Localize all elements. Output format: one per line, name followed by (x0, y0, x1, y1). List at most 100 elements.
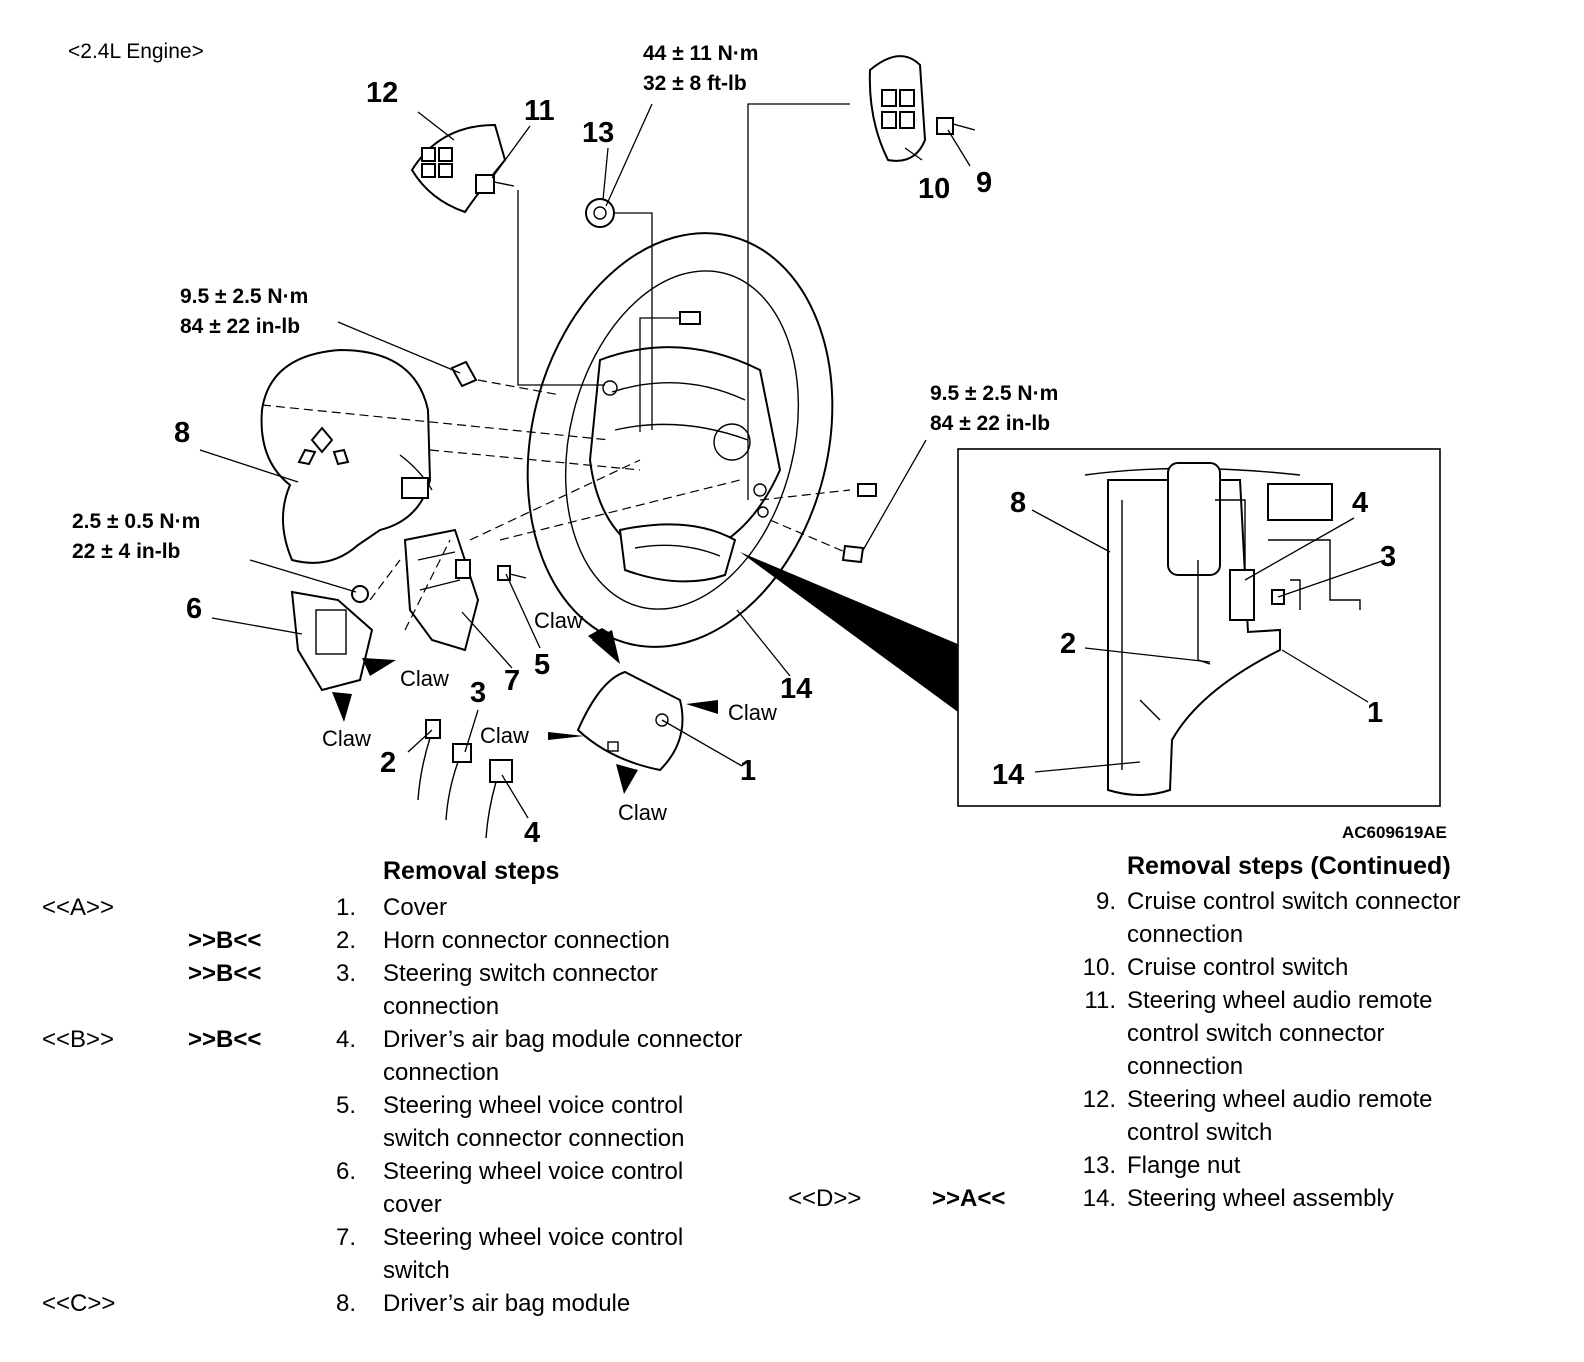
flange-nut-drawing (585, 198, 615, 228)
callout-9: 9 (976, 167, 992, 199)
routing-lines (517, 103, 850, 500)
inset-pointer (740, 552, 960, 712)
step-text: Steering switch connector connection (383, 960, 658, 1020)
step-ref-disassembly: <<A>> (42, 894, 115, 921)
callout-10: 10 (918, 173, 950, 205)
step-row: <<D>>>>A<<14.Steering wheel assembly (780, 1182, 1570, 1215)
claw-label: Claw (480, 723, 529, 748)
step-number: 3. (335, 960, 356, 987)
claw-label: Claw (400, 666, 449, 691)
step-number: 11. (1084, 987, 1116, 1014)
claw-label: Claw (728, 700, 777, 725)
step-row: 9. Cruise control switch connector connec… (780, 885, 1570, 951)
removal-steps-continued-title: Removal steps (Continued) (1127, 852, 1451, 880)
step-number: 6. (335, 1158, 356, 1185)
step-number: 12. (1082, 1086, 1116, 1113)
torque-airbag-right-imperial: 84 ± 22 in-lb (930, 412, 1050, 435)
step-row: 7. Steering wheel voice control switch (0, 1221, 760, 1287)
removal-steps-title: Removal steps (383, 857, 560, 885)
step-text: Steering wheel assembly (1127, 1185, 1394, 1212)
step-text: Cruise control switch connector connecti… (1127, 888, 1461, 948)
torque-labels: 44 ± 11 N·m 32 ± 8 ft-lb 9.5 ± 2.5 N·m 8… (72, 42, 1058, 563)
assembly-lines (261, 379, 851, 631)
step-row: 13. Flange nut (780, 1149, 1570, 1182)
step-row: 6.Steering wheel voice control cover (0, 1155, 760, 1221)
step-text: Flange nut (1127, 1152, 1241, 1179)
step-ref-disassembly: <<B>> (42, 1026, 115, 1053)
audio-remote-switch-drawing (410, 123, 507, 214)
inset-detail (957, 448, 1441, 807)
torque-voice-cover-imperial: 22 ± 4 in-lb (72, 540, 180, 563)
step-number: 5. (335, 1092, 356, 1119)
step-text: Steering wheel voice control switch (383, 1224, 684, 1284)
step-ref-installation: >>B<< (188, 960, 262, 987)
step-text: Steering wheel voice control switch conn… (383, 1092, 685, 1152)
step-row: >>B<< 2. Horn connector connection (0, 924, 760, 957)
removal-steps: Removal steps <<A>> 1. Cover >>B<< 2. Horn co… (0, 855, 760, 1325)
claw-arrows (332, 628, 718, 794)
callout-12: 12 (366, 77, 398, 109)
step-text: Driver’s air bag module (383, 1290, 631, 1317)
leader-lines (199, 103, 1386, 819)
step-text: Cruise control switch (1127, 954, 1349, 981)
step-text: Cover (383, 894, 448, 921)
torque-flange-nut-nm: 44 ± 11 N·m (643, 42, 758, 65)
step-row: <<C>> 8. Driver’s air bag module (0, 1287, 760, 1320)
step-text: Steering wheel audio remote control swit… (1127, 987, 1433, 1080)
cruise-control-switch-drawing (868, 55, 927, 162)
audio-switch-connector-drawing (475, 174, 515, 194)
voice-control-switch-drawing (403, 528, 480, 652)
step-ref-installation: >>B<< (188, 927, 262, 954)
callout-14: 14 (780, 673, 812, 705)
step-row: >>B<< 3. Steering switch connector connect… (0, 957, 760, 1023)
step-row: <<B>>>>B<<4.Driver’s air bag module conn… (0, 1023, 760, 1089)
step-number: 13. (1082, 1152, 1116, 1179)
step-number: 14. (1082, 1185, 1116, 1212)
inset-callout-2: 2 (1060, 628, 1076, 660)
step-row: 12. Steering wheel audio remote control s… (780, 1083, 1570, 1149)
cover-drawing (576, 670, 684, 772)
step-row: 10. Cruise control switch (780, 951, 1570, 984)
torque-voice-cover-nm: 2.5 ± 0.5 N·m (72, 510, 200, 533)
step-number: 10. (1082, 954, 1116, 981)
callout-1: 1 (740, 755, 756, 787)
voice-control-cover-drawing (290, 590, 374, 692)
inset-callout-3: 3 (1380, 541, 1396, 573)
claw-label: Claw (322, 726, 371, 751)
step-row: 11. Steering wheel audio remote control s… (780, 984, 1570, 1083)
claw-labels: Claw Claw Claw Claw Claw Claw (322, 608, 777, 825)
callout-5: 5 (534, 649, 550, 681)
inset-callout-1: 1 (1367, 697, 1383, 729)
callout-11: 11 (524, 95, 555, 127)
air-bag-module-drawing (260, 348, 433, 564)
exploded-diagram: <2.4L Engine> (68, 40, 1447, 849)
step-text: Horn connector connection (383, 927, 670, 954)
step-number: 7. (335, 1224, 356, 1251)
step-ref-disassembly: <<C>> (42, 1290, 116, 1317)
torque-airbag-left-nm: 9.5 ± 2.5 N·m (180, 285, 308, 308)
callout-4: 4 (524, 817, 540, 849)
claw-label: Claw (534, 608, 583, 633)
step-text: Steering wheel audio remote control swit… (1127, 1086, 1433, 1146)
step-number: 9. (1095, 888, 1116, 915)
engine-label: <2.4L Engine> (68, 40, 204, 63)
torque-flange-nut-imperial: 32 ± 8 ft-lb (643, 72, 747, 95)
step-ref-disassembly: <<D>> (788, 1185, 862, 1212)
callout-8: 8 (174, 417, 190, 449)
step-ref-installation: >>B<< (188, 1026, 262, 1053)
step-number: 2. (335, 927, 356, 954)
figure-id: AC609619AE (1342, 823, 1447, 842)
torque-airbag-right-nm: 9.5 ± 2.5 N·m (930, 382, 1058, 405)
step-number: 1. (335, 894, 356, 921)
callout-7: 7 (504, 665, 520, 697)
inset-callout-8: 8 (1010, 487, 1026, 519)
steering-wheel-drawing (526, 232, 834, 648)
cruise-switch-connector-drawing (936, 117, 976, 135)
step-number: 8. (335, 1290, 356, 1317)
callout-labels: 12 11 13 10 9 8 6 7 5 3 2 4 1 14 8 4 3 2… (174, 77, 1396, 849)
harness-connectors-drawing (417, 719, 513, 839)
step-number: 4. (335, 1026, 356, 1053)
callout-3: 3 (470, 677, 486, 709)
claw-label: Claw (618, 800, 667, 825)
callout-2: 2 (380, 747, 396, 779)
